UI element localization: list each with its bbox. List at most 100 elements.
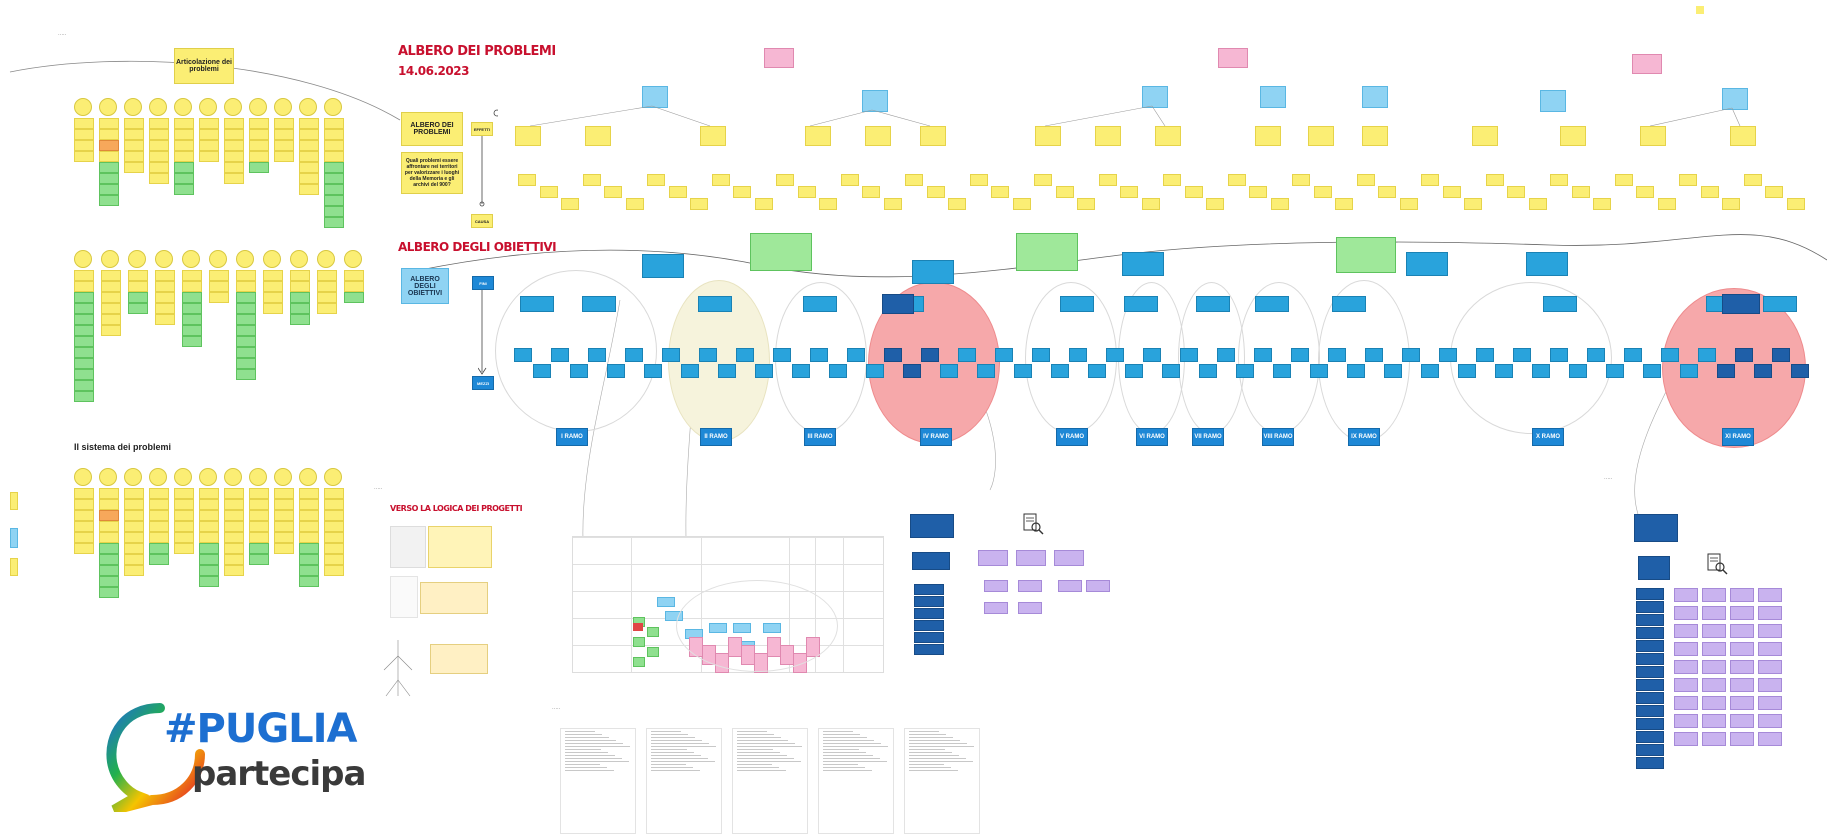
document-text-line (909, 731, 939, 732)
small-caption-2: ····· (552, 706, 561, 712)
mezzi-text: MEZZI (477, 380, 489, 386)
problem-sticky (236, 358, 256, 369)
problem-sticky (290, 303, 310, 314)
objective-leaf-box (1735, 348, 1753, 362)
objective-leaf-box (643, 364, 662, 378)
problem-sticky (299, 554, 319, 565)
document-text-line (823, 734, 860, 735)
problem-leaf-box (582, 174, 601, 186)
problem-sticky (224, 554, 244, 565)
objective-mid-box (1124, 296, 1158, 312)
problem-circle (299, 98, 317, 116)
objective-leaf-box (699, 348, 717, 362)
problem-sticky (249, 162, 269, 173)
problem-leaf-box (883, 198, 902, 210)
ramo11-action-item (1636, 588, 1664, 600)
document-text-line (909, 758, 966, 759)
problem-sticky (224, 151, 244, 162)
problem-leaf-box (690, 198, 708, 210)
problem-leaf-box (1012, 198, 1031, 210)
effetti-label: EFFETTI (471, 122, 493, 136)
ramo11-purple-item (1730, 732, 1754, 746)
problem-leaf-box (1270, 198, 1289, 210)
objective-leaf-box (1568, 364, 1587, 378)
problem-leaf-box (1550, 174, 1568, 186)
problem-sticky (74, 336, 94, 347)
speech-bubble-icon (106, 703, 205, 812)
objective-head-box (642, 254, 684, 278)
document-text-line (651, 755, 701, 756)
problem-mid-box (1255, 126, 1281, 146)
problem-mid-box (700, 126, 726, 146)
document-text-line (823, 770, 872, 771)
problem-group-pink (1632, 54, 1662, 74)
problem-sticky (317, 281, 337, 292)
problem-leaf-box (1593, 198, 1611, 210)
ramo11-purple-item (1674, 642, 1698, 656)
document-text-line (737, 749, 773, 750)
ramo4-objective-box (910, 514, 954, 538)
problem-sticky (99, 499, 119, 510)
problem-sticky (124, 129, 144, 140)
problem-circle (99, 98, 117, 116)
document-text-line (565, 755, 615, 756)
problem-sticky (199, 532, 219, 543)
problem-sticky (174, 129, 194, 140)
problem-leaf-box (776, 174, 794, 186)
ramo11-subobjective-box (1638, 556, 1670, 580)
problem-mid-box (585, 126, 611, 146)
problem-circle (124, 468, 142, 486)
purple-sticky (1058, 580, 1082, 592)
problem-sticky (101, 314, 121, 325)
articolazione-label: Articolazione dei problemi (175, 59, 232, 73)
document-text-line (737, 737, 781, 738)
ramo11-action-grid (1636, 588, 1826, 778)
problem-circle (263, 250, 281, 268)
problem-leaf-box (1571, 186, 1590, 198)
problem-sticky (149, 532, 169, 543)
problem-leaf-box (1421, 174, 1439, 186)
problem-sticky (149, 129, 169, 140)
problem-sticky (274, 488, 294, 499)
objective-leaf-box (1661, 348, 1679, 362)
problem-sticky (224, 129, 244, 140)
problem-sticky (174, 173, 194, 184)
problem-sticky (182, 281, 202, 292)
document-text-line (737, 734, 774, 735)
problem-sticky (299, 184, 319, 195)
albero-problemi-box-label: ALBERO DEI PROBLEMI (410, 122, 454, 136)
document-text-line (651, 770, 700, 771)
document-text-line (909, 770, 958, 771)
purple-sticky (1016, 550, 1046, 566)
objective-leaf-box (1605, 364, 1624, 378)
document-page (560, 728, 636, 834)
problem-sticky (209, 270, 229, 281)
problem-circle (182, 250, 200, 268)
objective-leaf-box (1161, 364, 1180, 378)
ramo11-purple-item (1702, 642, 1726, 656)
document-text-line (909, 764, 944, 765)
problem-group-pink (1218, 48, 1248, 68)
problem-sticky (99, 521, 119, 532)
ramo11-purple-item (1702, 588, 1726, 602)
problem-sticky (263, 270, 283, 281)
problem-sticky (324, 565, 344, 576)
problem-leaf-box (1700, 186, 1719, 198)
problem-sticky (99, 576, 119, 587)
problem-sticky (74, 140, 94, 151)
objective-mid-box (1255, 296, 1289, 312)
problem-sticky (99, 129, 119, 140)
problem-sticky (74, 369, 94, 380)
problem-sticky (199, 510, 219, 521)
problem-sticky (182, 314, 202, 325)
problem-sticky (249, 129, 269, 140)
mezzi-label: MEZZI (472, 376, 494, 390)
problem-sticky (290, 314, 310, 325)
document-text-line (909, 752, 952, 753)
search-doc-icon-2 (1707, 553, 1728, 575)
problem-circle (74, 98, 92, 116)
objective-leaf-box (1513, 348, 1531, 362)
purple-sticky (1018, 602, 1042, 614)
problem-sticky (236, 292, 256, 303)
problem-sticky (224, 162, 244, 173)
